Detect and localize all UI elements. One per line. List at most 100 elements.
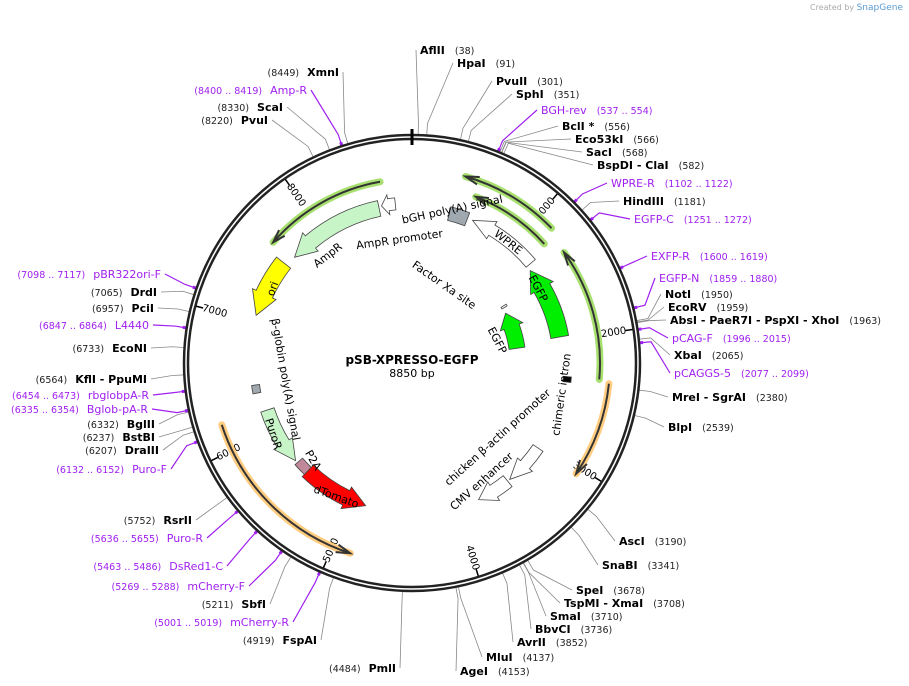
label-name: AflII <box>420 44 445 57</box>
feature-egfp[interactable] <box>499 312 526 350</box>
enzyme-label[interactable]: AgeI(4153) <box>460 665 530 678</box>
enzyme-label[interactable]: HpaI(91) <box>457 57 515 70</box>
credit-prefix: Created by <box>810 3 855 12</box>
primer-label[interactable]: (6335 .. 6354)Bglob-pA-R <box>11 403 148 416</box>
label-position: (5636 .. 5655) <box>91 534 159 545</box>
orf-arc[interactable] <box>475 195 546 245</box>
enzyme-label[interactable]: (4484)PmlI <box>329 662 396 675</box>
label-name: SbfI <box>241 598 266 611</box>
primer-label[interactable]: (5269 .. 5288)mCherry-F <box>112 580 245 593</box>
enzyme-label[interactable]: SphI(351) <box>516 88 579 101</box>
primer-leader <box>226 530 258 567</box>
enzyme-label[interactable]: AbsI - PaeR7I - PspXI - XhoI (1963) <box>670 314 881 327</box>
feature-ampr[interactable] <box>293 200 382 258</box>
enzyme-label[interactable]: (4919)FspAI <box>243 634 317 647</box>
primer-label[interactable]: EGFP-N(1859 .. 1880) <box>659 272 777 285</box>
label-name: mCherry-F <box>187 580 245 593</box>
label-position: (3710) <box>591 612 623 623</box>
primer-label[interactable]: (6847 .. 6864)L4440 <box>39 319 149 332</box>
feature-label: Factor Xa site <box>410 258 479 312</box>
primer-label[interactable]: (6132 .. 6152)Puro-F <box>56 463 167 476</box>
tick-mark <box>625 328 633 332</box>
feature-ori[interactable] <box>251 256 292 317</box>
enzyme-label[interactable]: NotI(1950) <box>665 288 733 301</box>
feature-p2a[interactable] <box>294 457 312 476</box>
enzyme-label[interactable]: EcoRV(1959) <box>668 301 748 314</box>
primer-leader <box>292 572 321 623</box>
primer-label[interactable]: pCAGGS-5(2077 .. 2099) <box>674 367 809 380</box>
enzyme-label[interactable]: BclI *(556) <box>562 120 630 133</box>
enzyme-label[interactable]: MreI - SgrAI(2380) <box>672 391 788 404</box>
enzyme-label[interactable]: SmaI(3710) <box>550 610 623 623</box>
orf-arc[interactable] <box>272 180 381 243</box>
tick-label: 4000 <box>463 544 481 572</box>
enzyme-label[interactable]: BspDI - ClaI(582) <box>597 159 704 172</box>
feature-chicken-actin-promoter[interactable] <box>509 444 544 481</box>
feature-egfp[interactable] <box>529 270 570 339</box>
label-name: BstBI <box>122 431 155 444</box>
label-position: (1963) <box>849 316 881 327</box>
enzyme-label[interactable]: AscI(3190) <box>619 535 686 548</box>
primer-label[interactable]: WPRE-R(1102 .. 1122) <box>611 177 733 190</box>
enzyme-label[interactable]: SpeI(3678) <box>576 584 645 597</box>
enzyme-label[interactable]: (6332)BglII <box>87 418 155 431</box>
feature-factor-xa-site[interactable] <box>500 303 508 310</box>
enzyme-leader <box>286 106 330 150</box>
primer-label[interactable]: (5001 .. 5019)mCherry-R <box>154 616 289 629</box>
enzyme-label[interactable]: MluI(4137) <box>486 651 554 664</box>
enzyme-label[interactable]: SnaBI(3341) <box>602 559 679 572</box>
enzyme-label[interactable]: BbvCI(3736) <box>535 623 612 636</box>
primer-label[interactable]: BGH-rev(537 .. 554) <box>541 104 652 117</box>
enzyme-leader <box>639 389 669 398</box>
enzyme-label[interactable]: (6733)EcoNI <box>73 342 147 355</box>
enzyme-label[interactable]: AvrII(3852) <box>517 636 588 649</box>
feature-puror[interactable] <box>260 407 297 462</box>
primer-label[interactable]: (7098 .. 7117)pBR322ori-F <box>17 268 161 281</box>
enzyme-label[interactable]: AflII(38) <box>420 44 474 57</box>
primer-label[interactable]: pCAG-F(1996 .. 2015) <box>672 332 791 345</box>
enzyme-label[interactable]: SacI(568) <box>586 146 648 159</box>
feature--globin-poly-a-signal[interactable] <box>251 383 262 395</box>
enzyme-label[interactable]: (6957)PciI <box>92 302 154 315</box>
feature-chimeric-intron[interactable] <box>562 375 572 383</box>
enzyme-label[interactable]: (6237)BstBI <box>83 431 155 444</box>
feature-bgh-poly-a-signal[interactable] <box>447 206 471 227</box>
primer-label[interactable]: EGFP-C(1251 .. 1272) <box>634 213 752 226</box>
enzyme-label[interactable]: (8220)PvuI <box>201 114 268 127</box>
orf-arc[interactable] <box>465 175 553 229</box>
enzyme-label[interactable]: PvuII(301) <box>496 75 563 88</box>
label-name: AbsI - PaeR7I - PspXI - XhoI <box>670 314 839 327</box>
enzyme-label[interactable]: (6207)DraIII <box>85 444 159 457</box>
enzyme-label[interactable]: BlpI(2539) <box>668 421 734 434</box>
orf-arc-halo <box>572 380 613 478</box>
enzyme-label[interactable]: HindIII(1181) <box>623 195 706 208</box>
enzyme-label[interactable]: (5211)SbfI <box>202 598 266 611</box>
feature-dtomato[interactable] <box>301 464 367 510</box>
primer-label[interactable]: (6454 .. 6473)rbglobpA-R <box>12 389 149 402</box>
label-position: (568) <box>622 148 648 159</box>
orf-arc[interactable] <box>563 251 601 380</box>
enzyme-label[interactable]: (7065)DrdI <box>91 286 157 299</box>
primer-label[interactable]: (5463 .. 5486)DsRed1-C <box>93 560 223 573</box>
feature-wpre[interactable] <box>471 219 536 268</box>
enzyme-label[interactable]: (5752)RsrII <box>124 514 192 527</box>
orf-arc[interactable] <box>220 424 351 555</box>
feature-ampr-promoter[interactable] <box>380 193 397 216</box>
enzyme-label[interactable]: TspMI - XmaI(3708) <box>564 597 685 610</box>
primer-label[interactable]: (5636 .. 5655)Puro-R <box>91 532 203 545</box>
label-name: PmlI <box>369 662 396 675</box>
enzyme-label[interactable]: Eco53kI(566) <box>575 133 659 146</box>
label-name: MreI - SgrAI <box>672 391 746 404</box>
label-name: WPRE-R <box>611 177 655 190</box>
feature-cmv-enhancer[interactable] <box>477 475 513 501</box>
enzyme-label[interactable]: (8330)ScaI <box>217 101 283 114</box>
enzyme-label[interactable]: (8449)XmnI <box>268 66 339 79</box>
primer-leader <box>152 324 186 329</box>
enzyme-label[interactable]: XbaI(2065) <box>674 349 743 362</box>
orf-arc[interactable] <box>575 383 610 475</box>
enzyme-leader <box>634 415 665 428</box>
enzyme-label[interactable]: (6564)KflI - PpuMI <box>36 373 147 386</box>
primer-label[interactable]: EXFP-R(1600 .. 1619) <box>651 250 768 263</box>
primer-label[interactable]: (8400 .. 8419)Amp-R <box>194 84 307 97</box>
